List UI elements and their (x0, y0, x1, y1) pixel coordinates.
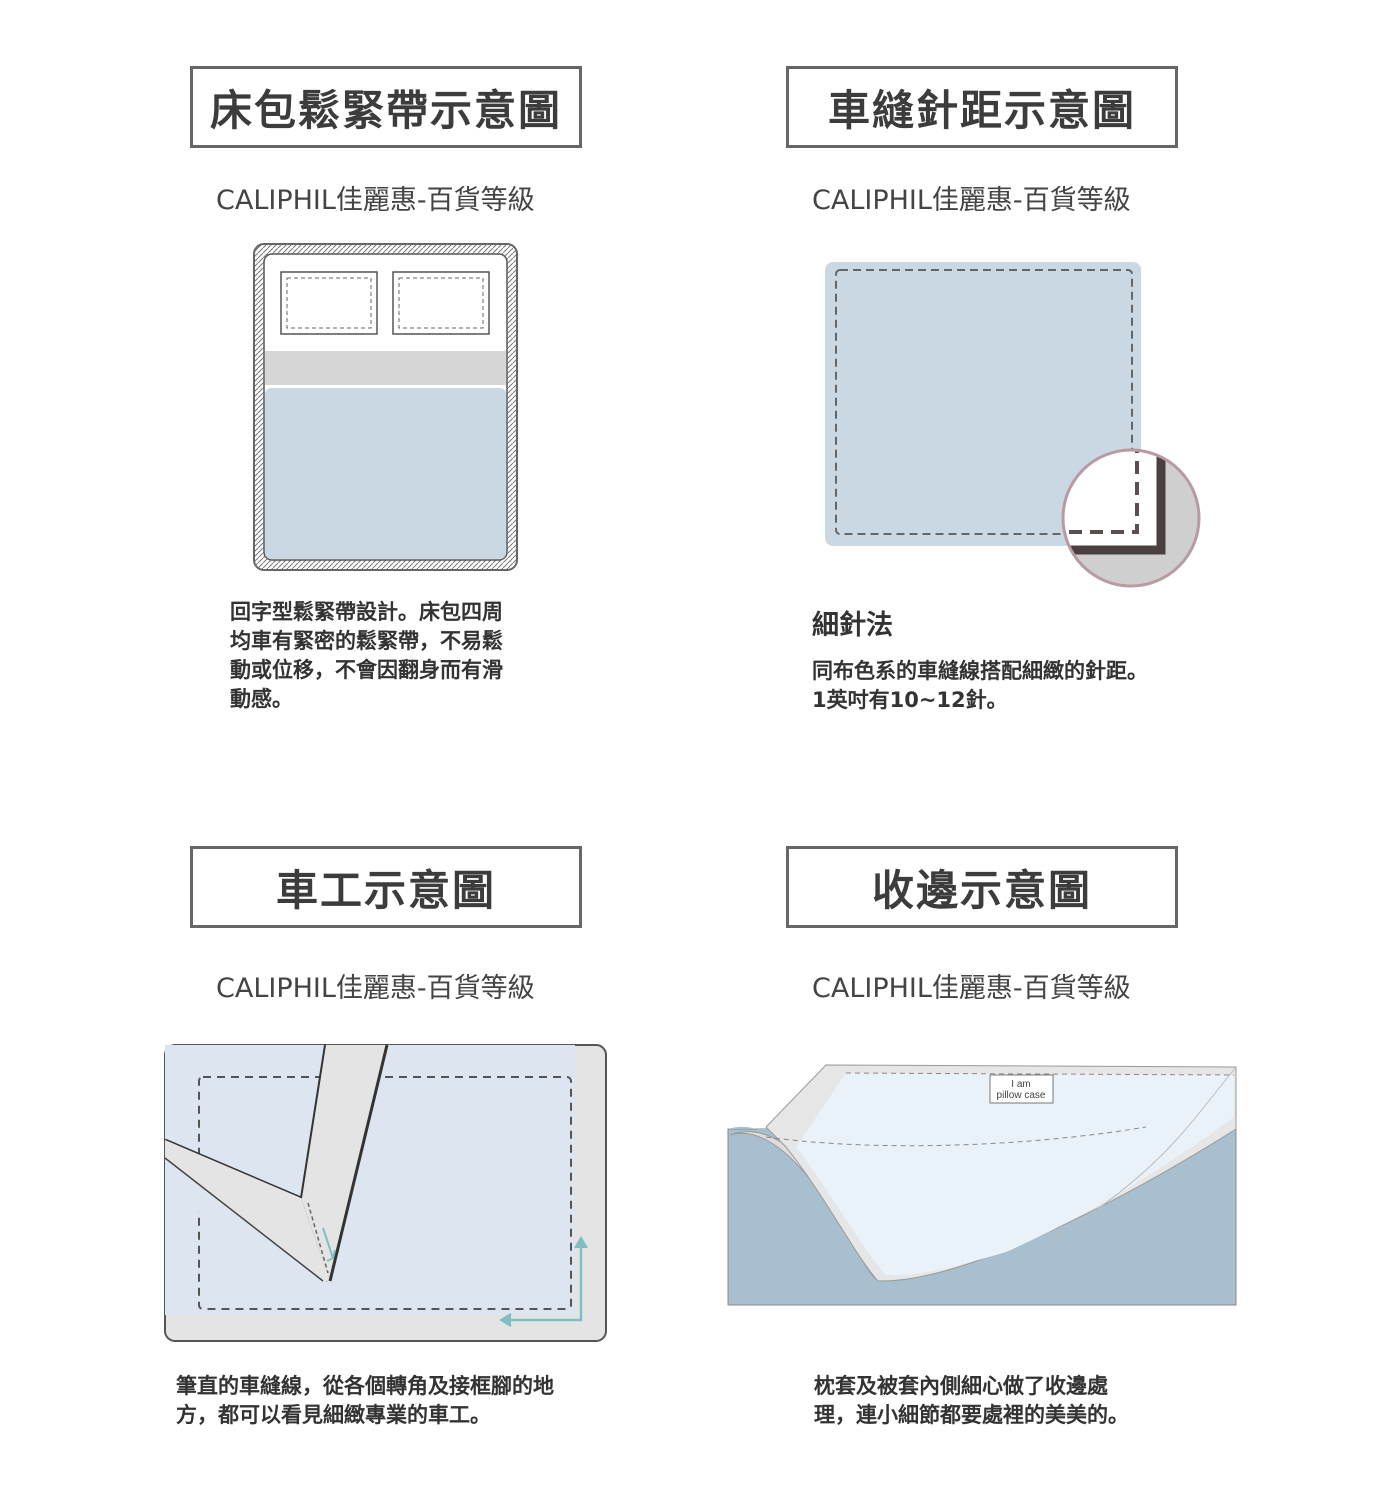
elastic-subtitle: CALIPHIL佳麗惠-百貨等級 (216, 185, 535, 216)
hem-description: 枕套及被套內側細心做了收邊處 理，連小細節都要處裡的美美的。 (814, 1374, 1129, 1427)
pillow-tag-line2: pillow case (997, 1090, 1046, 1101)
hem-title-box: 收邊示意圖 (786, 846, 1178, 928)
stitch-description: 同布色系的車縫線搭配細緻的針距。 1英吋有10~12針。 (812, 659, 1148, 712)
sewing-subtitle: CALIPHIL佳麗惠-百貨等級 (216, 973, 535, 1004)
hem-title: 收邊示意圖 (871, 865, 1092, 915)
stitch-title-box: 車縫針距示意圖 (786, 66, 1178, 148)
sewing-description: 筆直的車縫線，從各個轉角及接框腳的地 方，都可以看見細緻專業的車工。 (176, 1374, 554, 1427)
stitch-illustration (825, 262, 1201, 588)
elastic-description: 回字型鬆緊帶設計。床包四周 均車有緊密的鬆緊帶，不易鬆 動或位移，不會因翻身而有… (230, 600, 503, 711)
sewing-title-box: 車工示意圖 (190, 846, 582, 928)
hem-illustration: I am pillow case (727, 1064, 1237, 1306)
hem-subtitle: CALIPHIL佳麗惠-百貨等級 (812, 973, 1131, 1004)
sewing-title: 車工示意圖 (275, 865, 496, 915)
pillow-tag-line1: I am (1011, 1079, 1030, 1090)
stitch-heading: 細針法 (812, 610, 893, 641)
elastic-title-box: 床包鬆緊帶示意圖 (190, 66, 582, 148)
elastic-title: 床包鬆緊帶示意圖 (209, 85, 562, 135)
sewing-illustration (164, 1044, 607, 1342)
stitch-title: 車縫針距示意圖 (827, 85, 1136, 135)
bed-illustration (253, 243, 518, 571)
stitch-subtitle: CALIPHIL佳麗惠-百貨等級 (812, 185, 1131, 216)
